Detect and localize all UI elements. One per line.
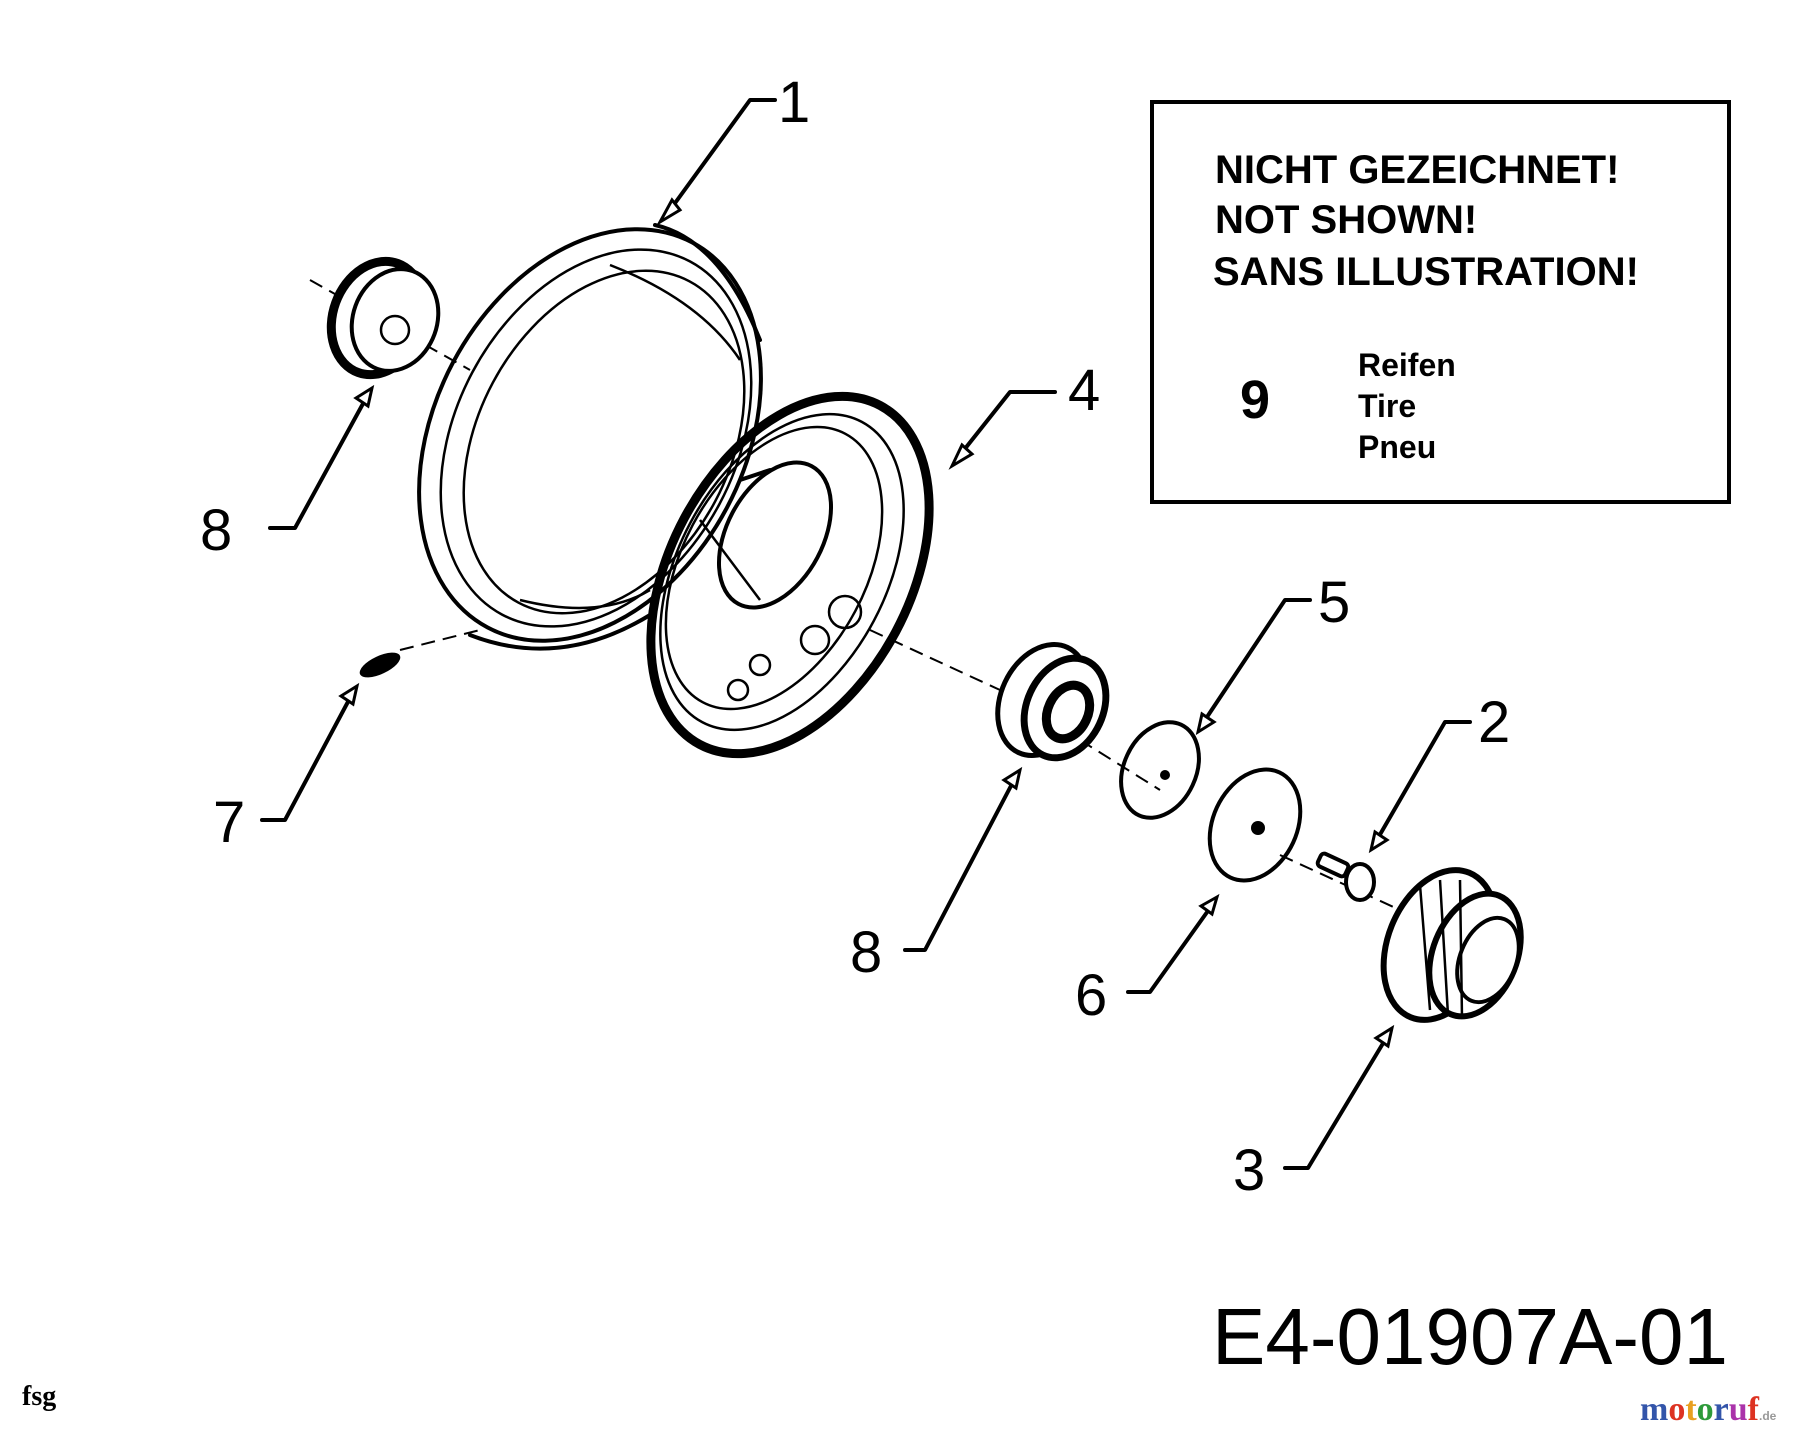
callout-3: 3 (1233, 1138, 1265, 1203)
bearing-upper (326, 256, 441, 380)
site-logo: motoruf.de (1640, 1391, 1777, 1428)
callout-1: 1 (778, 70, 810, 135)
callout-7: 7 (213, 790, 245, 855)
axis-centerline-lower (869, 629, 1401, 911)
callout-5: 5 (1318, 570, 1350, 635)
callout-4: 4 (1068, 358, 1100, 423)
logo-letter: u (1729, 1391, 1748, 1428)
note-heading-fr: SANS ILLUSTRATION! (1213, 250, 1639, 294)
note-item-label-de: Reifen (1358, 347, 1456, 383)
note-heading-en: NOT SHOWN! (1215, 198, 1477, 242)
grease-fitting (1315, 851, 1376, 902)
callout-8-upper: 8 (200, 498, 232, 563)
logo-letter: r (1714, 1391, 1729, 1428)
logo-letter: m (1640, 1391, 1668, 1428)
logo-letter: o (1668, 1391, 1685, 1428)
valve-stem (359, 652, 401, 678)
note-item-label-fr: Pneu (1358, 429, 1436, 465)
logo-letter: o (1697, 1391, 1714, 1428)
valve-centerline (399, 629, 481, 651)
not-shown-box: NICHT GEZEICHNET! NOT SHOWN! SANS ILLUST… (1150, 100, 1731, 504)
note-item-label-en: Tire (1358, 388, 1416, 424)
note-item-number: 9 (1240, 370, 1270, 430)
washer-small (1119, 720, 1201, 820)
leader-lines (260, 98, 1472, 1170)
note-heading-de: NICHT GEZEICHNET! (1215, 148, 1619, 192)
footer-code: fsg (22, 1381, 56, 1412)
washer-large (1207, 767, 1303, 883)
wheel-rim (417, 223, 934, 759)
callout-8-lower: 8 (850, 920, 882, 985)
logo-letter: f (1748, 1391, 1760, 1428)
callout-2: 2 (1478, 690, 1510, 755)
logo-suffix: .de (1759, 1409, 1777, 1423)
logo-letter: t (1685, 1391, 1697, 1428)
bearing-lower (995, 642, 1110, 762)
callout-6: 6 (1075, 963, 1107, 1028)
roller-bearing (1380, 867, 1524, 1023)
drawing-number: E4-01907A-01 (1212, 1292, 1728, 1381)
